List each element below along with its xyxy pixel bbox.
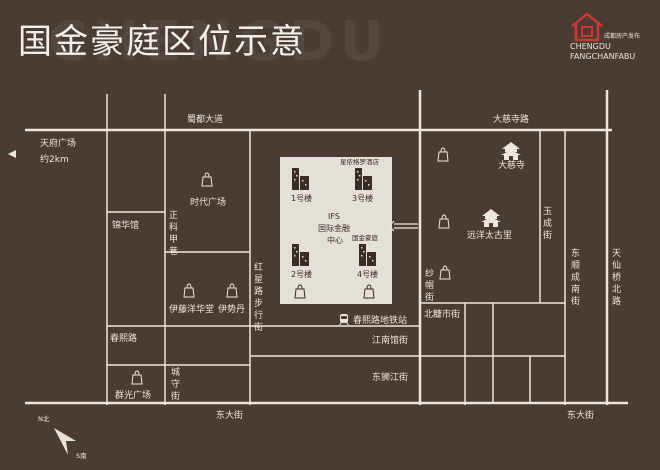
hongxing-label-5: 行 (254, 309, 263, 321)
tianxian-label-2: 仙 (612, 259, 621, 271)
tianfu-dist-label: 约2km (40, 153, 69, 165)
isetan-bag-icon (226, 283, 238, 298)
daci-temple-label: 大慈寺 (498, 159, 525, 171)
building3-label: 3号楼 (352, 193, 373, 203)
daci-area-bag-icon (437, 147, 449, 162)
project-label: 国金豪庭 (352, 233, 379, 242)
shamao-label-1: 纱 (425, 268, 434, 279)
chunxi-label: 春熙路 (110, 332, 137, 344)
yucheng-label-3: 街 (543, 229, 552, 241)
yiteng-label: 伊藤洋华堂 (169, 303, 214, 315)
times-square-bag-icon (201, 172, 213, 187)
hongxing-label-6: 街 (254, 321, 263, 333)
shamao-label-3: 街 (425, 291, 434, 303)
beisuo-label: 北糠市街 (424, 308, 460, 320)
ghost-watermark: CHENGDU (48, 10, 390, 73)
road-network (25, 90, 628, 405)
taikoo-bag-icon (438, 214, 450, 229)
tianfu-label: 天府广场 (40, 137, 76, 149)
tianfu-arrow-icon (8, 150, 16, 158)
tianxian-label-3: 桥 (612, 271, 621, 283)
dongda-left-label: 东大街 (216, 409, 243, 421)
hotel-label: 星侬格罗酒店 (340, 157, 380, 166)
zhengke-label-2: 科 (169, 221, 178, 233)
yucheng-label-1: 玉 (543, 206, 552, 217)
shamao-label-2: 帽 (425, 279, 434, 291)
jiangnan-label: 江南馆街 (372, 334, 408, 346)
building1-label: 1号楼 (291, 193, 312, 203)
tianxian-label-5: 路 (612, 295, 621, 307)
hongxing-label-1: 红 (254, 261, 263, 273)
compass-north-label: N北 (38, 415, 50, 423)
brand-cn-text: 成都房产发布 (604, 33, 641, 40)
dongshun-label-4: 南 (571, 283, 580, 295)
metro-label: 春熙路地铁站 (353, 314, 407, 326)
dongda-right-label: 东大街 (567, 409, 594, 421)
compass-icon (54, 428, 76, 455)
hongxing-label-3: 路 (254, 285, 263, 297)
brand-en-line2: FANGCHANFABU (570, 52, 636, 61)
hongxing-label-2: 星 (254, 274, 263, 285)
ifs-arrow (388, 220, 418, 232)
dongshun-label-5: 街 (571, 295, 580, 307)
yuanyang-label: 远洋太古里 (467, 229, 512, 241)
metro-icon (338, 314, 350, 327)
brand-en-text: CHENGDU FANGCHANFABU (570, 42, 635, 62)
brand-en-line1: CHENGDU (570, 42, 611, 51)
chengshou-label-2: 守 (171, 378, 180, 390)
road-daci-label: 大慈寺路 (493, 113, 529, 125)
dongshun-label-2: 顺 (571, 260, 580, 271)
dongshun-label-1: 东 (571, 247, 580, 259)
ifs-label-3: 中心 (327, 235, 343, 245)
ifs-bag-icon-right (363, 284, 375, 299)
yucheng-label-2: 成 (543, 217, 552, 229)
ifs-label-2: 国际金融 (318, 223, 350, 233)
dongjiang-label: 东狮江街 (372, 371, 408, 383)
tianxian-label-1: 天 (612, 249, 621, 259)
ifs-label-1: IFS (328, 212, 340, 221)
chengshou-label-1: 城 (171, 367, 180, 378)
qunguang-label: 群光广场 (115, 389, 151, 401)
dongshun-label-3: 成 (571, 271, 580, 283)
hongxing-label-4: 步 (254, 298, 263, 309)
compass-south-label: S南 (76, 451, 87, 460)
tianxian-label-4: 北 (612, 284, 621, 295)
road-shudu-label: 蜀都大道 (187, 113, 223, 125)
daci-temple-icon (501, 142, 521, 160)
jinhua-label: 锦华馆 (112, 219, 139, 231)
building4-label: 4号楼 (357, 269, 378, 279)
brand-house-icon (571, 12, 603, 42)
qunguang-bag-icon (131, 370, 143, 385)
building2-label: 2号楼 (291, 269, 312, 279)
chengshou-label-3: 街 (171, 390, 180, 402)
ifs-bag-icon-left (294, 284, 306, 299)
zhengke-label-1: 正 (169, 211, 178, 221)
yuanyang-temple-icon (481, 209, 501, 227)
shamao-bag-icon (439, 265, 451, 280)
page-title: 国金豪庭区位示意 (18, 22, 306, 62)
times-square-label: 时代广场 (190, 196, 226, 208)
zhengke-label-4: 巷 (169, 246, 178, 257)
zhengke-label-3: 甲 (169, 234, 178, 245)
isetan-label: 伊势丹 (218, 303, 245, 315)
yiteng-bag-icon (183, 283, 195, 298)
